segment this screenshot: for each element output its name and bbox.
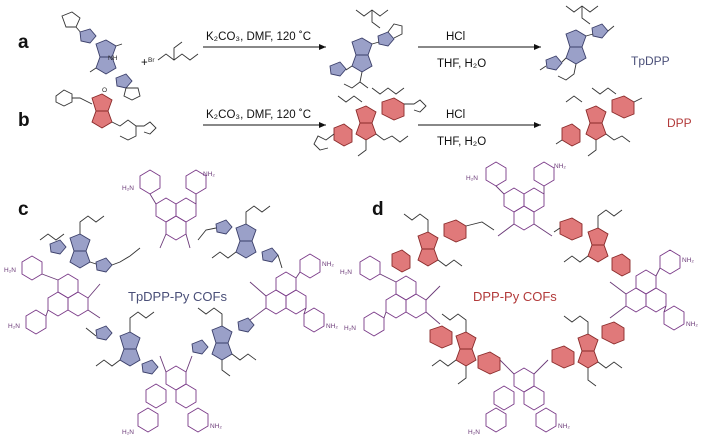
panel-label-d: d <box>372 199 384 220</box>
tpdpp-linker-c-lower-left <box>85 311 159 375</box>
pyrene-node-c-left: H₂N H₂N <box>4 255 101 335</box>
condition-step1-b: K₂CO₃, DMF, 120 ˚C <box>206 109 311 121</box>
pyrene-node-d-top: H₂N NH₂ <box>466 161 566 237</box>
bromine-label: Br <box>148 57 155 64</box>
dpp-linker-d-lower-right <box>551 315 625 387</box>
tpdpp-linker-c-upper-left <box>39 215 141 273</box>
atom-nh-a: NH <box>108 55 118 62</box>
amine-d-1: H₂N <box>466 175 478 182</box>
amine-c-7: H₂N <box>122 429 134 436</box>
plus-sign-a: + <box>141 57 148 69</box>
cof-label-c: TpDPP-Py COFs <box>128 289 227 304</box>
amine-c-3: H₂N <box>4 267 16 274</box>
panel-label-a: a <box>18 32 29 53</box>
pyrene-node-c-top: H₂N NH₂ <box>122 169 215 249</box>
condition-step1-a: K₂CO₃, DMF, 120 ˚C <box>206 31 311 43</box>
amine-d-8: NH₂ <box>558 423 570 430</box>
cof-network-d: H₂N NH₂ H₂N H₂N NH₂ NH₂ <box>340 161 698 436</box>
cof-network-c: H₂N NH₂ H₂N H₂N NH₂ NH₂ <box>4 169 338 436</box>
amine-d-6: NH₂ <box>686 321 698 328</box>
tpdpp-linker-c-lower-right <box>191 307 257 377</box>
tpdpp-linker-c-upper-right <box>197 205 283 269</box>
alkyl-bromide-reagent: Br <box>148 41 199 64</box>
dpp-linker-d-upper-right <box>553 209 631 277</box>
condition-step2-top-b: HCl <box>446 109 465 121</box>
atom-o-b: O <box>102 87 107 94</box>
panel-label-c: c <box>18 199 29 220</box>
amine-c-8: NH₂ <box>210 423 222 430</box>
cof-label-d: DPP-Py COFs <box>473 289 557 304</box>
dpp-linker-d-lower-left <box>429 313 501 385</box>
amine-d-4: H₂N <box>344 325 356 332</box>
amine-d-2: NH₂ <box>554 163 566 170</box>
product-label-tpdpp: TpDPP <box>631 54 670 68</box>
amine-c-2: NH₂ <box>203 171 215 178</box>
starting-material-a: NH <box>61 11 141 101</box>
amine-d-7: H₂N <box>468 429 480 436</box>
starting-material-b: O <box>55 87 157 141</box>
amine-d-5: NH₂ <box>682 257 694 264</box>
pyrene-node-d-left: H₂N H₂N <box>340 255 441 337</box>
product-tpdpp-molecule <box>539 5 615 81</box>
amine-c-5: NH₂ <box>322 261 334 268</box>
pyrene-node-d-bottom: H₂N NH₂ <box>468 359 570 436</box>
condition-step2-bottom-a: THF, H₂O <box>437 58 486 70</box>
condition-step2-top-a: HCl <box>446 31 465 43</box>
dpp-linker-d-upper-left <box>391 213 495 273</box>
pyrene-node-c-right: NH₂ NH₂ <box>249 253 338 333</box>
pyrene-node-d-right: NH₂ NH₂ <box>609 249 698 331</box>
amine-c-4: H₂N <box>8 323 20 330</box>
panel-label-b: b <box>18 110 30 131</box>
condition-step2-bottom-b: THF, H₂O <box>437 136 486 148</box>
product-label-dpp: DPP <box>667 116 692 130</box>
pyrene-node-c-bottom: H₂N NH₂ <box>122 355 222 436</box>
intermediate-a <box>329 9 403 89</box>
amine-c-6: NH₂ <box>326 323 338 330</box>
amine-d-3: H₂N <box>340 269 352 276</box>
product-dpp-molecule <box>555 87 643 157</box>
amine-c-1: H₂N <box>122 185 134 192</box>
intermediate-b <box>313 87 427 157</box>
